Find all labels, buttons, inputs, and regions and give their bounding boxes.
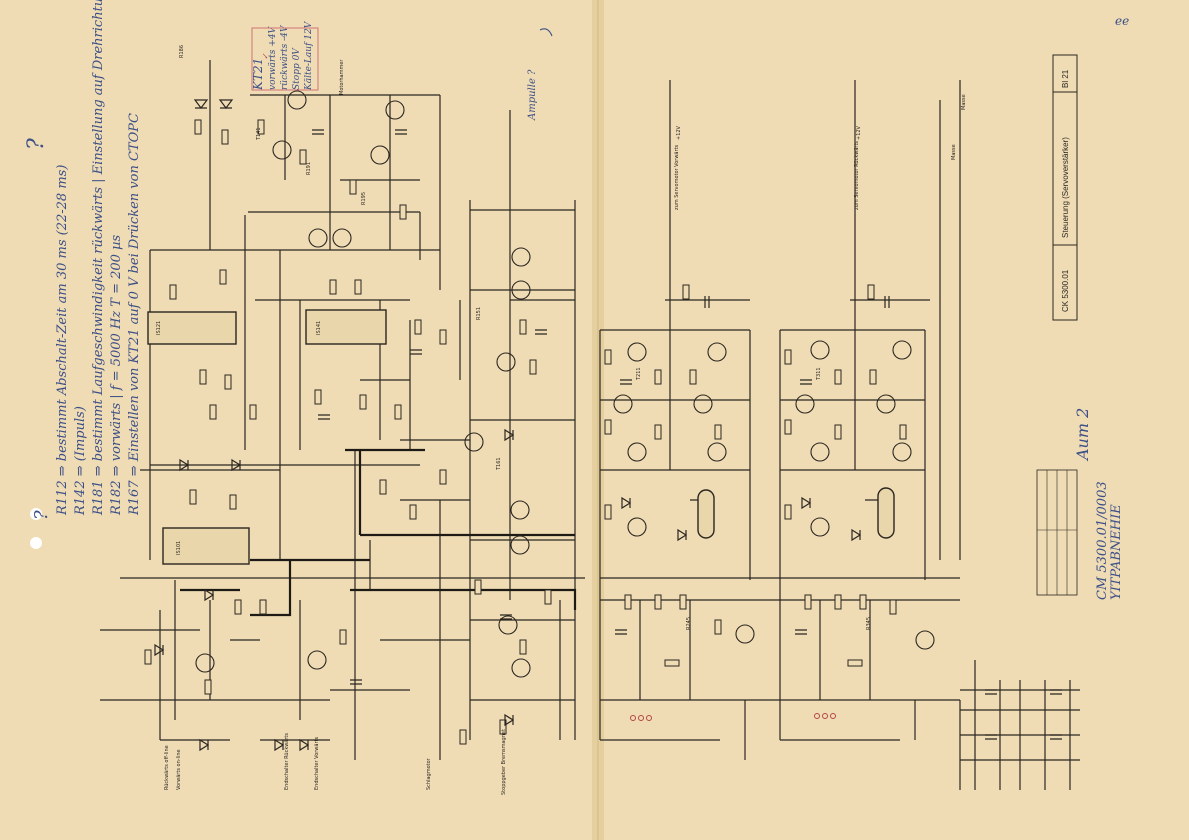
note-line-3: R181 ⇒ bestimmt Laufgeschwindigkeit rück… [91,0,106,516]
drawing-number: CK 5300.01 [1061,269,1070,312]
label-bottom-c: Schlagmotor [426,757,432,790]
label-servo-rev: zum Servomotor Rückwärts [854,141,860,210]
note-right: Ampulle ? [527,69,538,121]
svg-text:IS101: IS101 [176,541,182,555]
left-transistors [195,90,531,678]
right-transistors [613,340,935,650]
note-line-1: R112 ⇒ bestimmt Abschalt-Zeit am 30 ms (… [55,165,70,516]
red-mark: ✓ [261,53,270,60]
label-servo-fwd: zum Servomotor Vorwärts [674,145,680,210]
svg-text:+12V: +12V [676,125,682,140]
right-relays [697,487,895,539]
svg-text:R186: R186 [179,45,185,58]
label-bottom-d: Stoppgeber Bremsmagnet [501,729,507,795]
svg-text:R151: R151 [476,307,482,320]
svg-text:R191: R191 [306,162,312,175]
title-block: Bl 21 Steuerung (Servoverstärker) CK 530… [1036,54,1078,596]
label-input-a: Rückwärts off-line [164,745,170,790]
right-circuit [599,80,1080,790]
label-motorhammer: Motorhammer [339,59,345,95]
stamp-line-1: CM 5300.01/0003 [1095,481,1110,600]
note-question-1: ? [24,138,49,150]
note-line-4: R182 ⇒ vorwärts | f = 5000 Hz T = 200 µs [109,234,124,516]
svg-text:T311: T311 [816,367,822,381]
note-question-2: ? [31,510,52,520]
svg-text:T211: T211 [636,367,642,381]
handwritten-notes: ? ? R112 ⇒ bestimmt Abschalt-Zeit am 30 … [24,0,1129,600]
punch-hole-top [30,508,42,520]
svg-text:T141: T141 [256,127,262,141]
note-line-5: R167 ⇒ Einstellen von KT21 auf 0 V bei D… [127,113,142,516]
svg-text:T161: T161 [496,457,502,471]
note-kt21: KT21 [251,58,265,91]
corner-mark: ee [1115,14,1129,28]
svg-text:Masse: Masse [961,94,967,110]
left-components [144,99,552,752]
note-line-2: R142 ⇒ (Impuls) [73,406,88,516]
kt21-box [251,27,319,91]
ref-designators: R186 T141 R191 R195 IS121 IS141 IS101 R1… [156,45,967,630]
sheet-number: Bl 21 [1061,69,1070,88]
note-kt21-rev: rückwärts -4V [280,24,290,90]
label-bottom-a: Endschalter Rückwärts [284,733,290,790]
right-components [604,284,1062,740]
sheet-mark: Aum 2 [1073,408,1092,462]
stamp-line-2: YITPABNEHIE [1109,504,1124,600]
svg-text:R345: R345 [866,617,872,630]
punch-hole-bottom [30,537,42,549]
svg-text:R245: R245 [686,617,692,630]
label-input-b: Vorwärts on-line [176,749,182,790]
note-kt21-stop: Stopp 0V [292,47,302,90]
signal-labels: Rückwärts off-line Vorwärts on-line Ends… [164,59,957,795]
label-bottom-b: Endschalter Vorwärts [314,737,320,790]
svg-text:IS141: IS141 [316,321,322,335]
left-ics [147,309,387,565]
note-kt21-fwd: vorwärts +4V [268,25,278,90]
note-kt21-cold: Kälte-Lauf 12V [304,20,314,91]
svg-text:R195: R195 [361,192,367,205]
note-squiggle [539,28,553,37]
label-gnd: Masse [951,144,957,160]
drawing-title: Steuerung (Servoverstärker) [1061,137,1070,238]
left-circuit [100,60,585,760]
svg-text:IS121: IS121 [156,321,162,335]
svg-text:+12V: +12V [856,125,862,140]
